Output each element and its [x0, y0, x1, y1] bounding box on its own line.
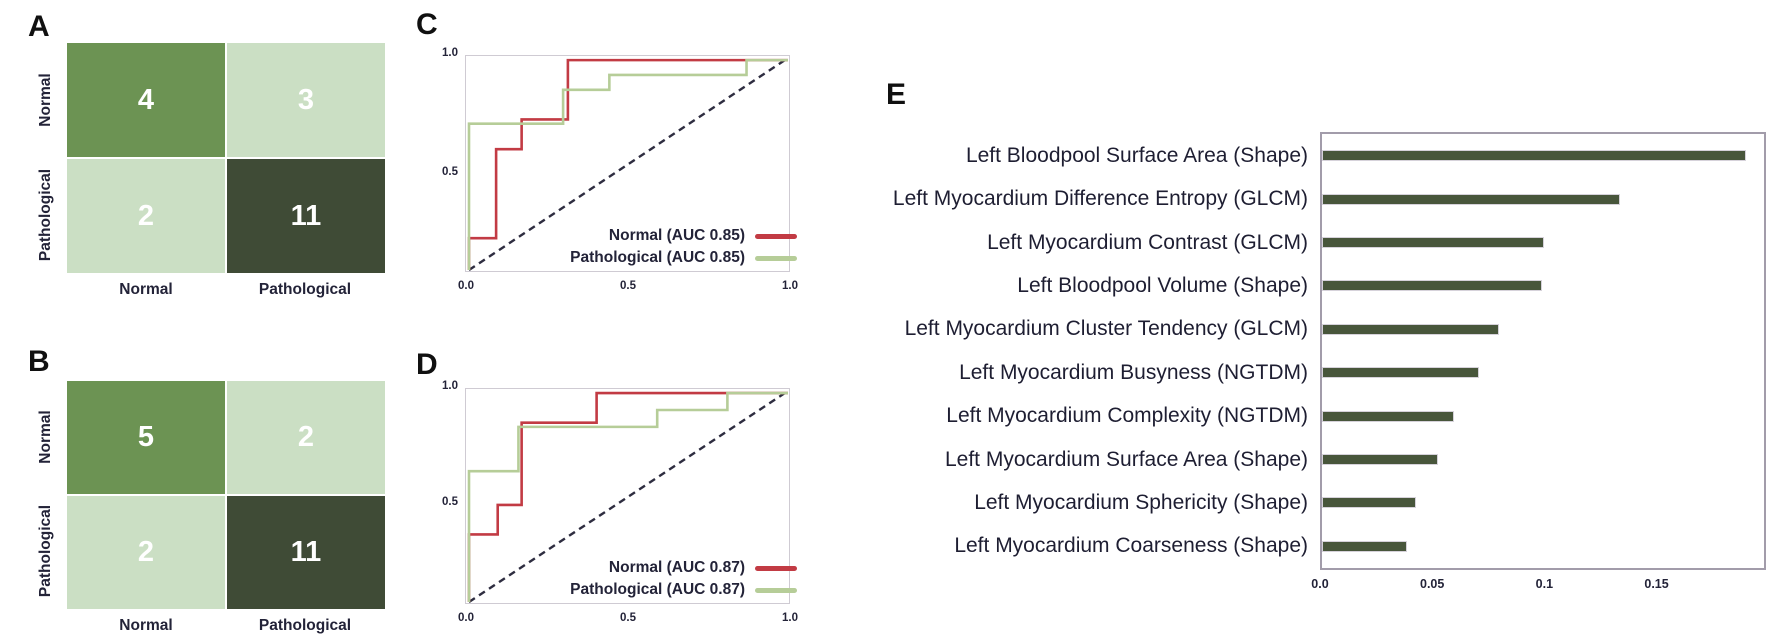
roc-chance-diagonal	[468, 57, 789, 271]
matrix-a-value: 2	[137, 199, 155, 232]
matrix-a-value: 11	[290, 199, 322, 232]
matrix-a-value: 3	[297, 83, 315, 116]
matrix-b-value: 2	[297, 421, 315, 453]
roc-curves-d	[467, 389, 789, 604]
bar-category-label: Left Myocardium Coarseness (Shape)	[954, 534, 1308, 558]
roc-d-xtick-05: 0.5	[620, 612, 636, 624]
matrix-b-col-label-pathological: Pathological	[258, 617, 352, 634]
roc-plot-c	[465, 55, 790, 272]
panel-a-letter: A	[28, 10, 51, 43]
roc-chance-diagonal	[468, 389, 789, 604]
roc-curve-normal	[467, 391, 788, 602]
bar-4	[1322, 280, 1542, 291]
matrix-b-col-label-normal: Normal	[119, 617, 173, 634]
matrix-a-col-label-normal: Normal	[119, 281, 173, 298]
legend-row-pathological: Pathological (AUC 0.87)	[497, 579, 797, 601]
matrix-a-cell-true-normal-pred-normal: 4	[67, 43, 225, 157]
roc-d-xtick-0: 0.0	[458, 612, 474, 624]
bar-category-label: Left Bloodpool Surface Area (Shape)	[965, 143, 1308, 167]
roc-d-legend: Normal (AUC 0.87) Pathological (AUC 0.87…	[497, 557, 797, 601]
legend-label-normal: Normal (AUC 0.87)	[608, 559, 745, 576]
bar-2	[1322, 194, 1620, 205]
bar-10	[1322, 541, 1407, 552]
roc-c-xtick-1: 1.0	[782, 280, 798, 292]
bar-3	[1322, 237, 1544, 248]
bar-category-label: Left Myocardium Complexity (NGTDM)	[946, 404, 1308, 428]
matrix-a-value: 4	[137, 83, 155, 116]
bar-5	[1322, 324, 1499, 335]
legend-row-normal: Normal (AUC 0.85)	[497, 225, 797, 247]
matrix-a-cell-true-normal-pred-pathological: 3	[227, 43, 385, 157]
bar-xtick-label: 0.1	[1535, 577, 1554, 591]
bar-category-label: Left Myocardium Surface Area (Shape)	[944, 447, 1308, 471]
legend-swatch-normal	[755, 565, 797, 571]
bar-7	[1322, 411, 1454, 422]
matrix-b-value: 2	[137, 536, 155, 568]
roc-c-xtick-0: 0.0	[458, 280, 474, 292]
panel-c-letter: C	[416, 8, 439, 41]
panel-e-letter: E	[886, 78, 908, 111]
roc-plot-d	[465, 388, 790, 604]
roc-d-ytick-05: 0.5	[442, 496, 458, 508]
matrix-a-col-label-pathological: Pathological	[258, 281, 352, 298]
legend-swatch-pathological	[755, 255, 797, 261]
matrix-b-cell-true-normal-pred-normal: 5	[67, 381, 225, 494]
bar-category-label: Left Myocardium Cluster Tendency (GLCM)	[904, 317, 1308, 341]
legend-label-pathological: Pathological (AUC 0.87)	[570, 581, 745, 598]
matrix-b-value: 11	[290, 536, 322, 568]
matrix-a-row-label-pathological: Pathological	[37, 168, 54, 262]
confusion-matrix-b: 5 2 2 11	[67, 381, 385, 609]
matrix-b-row-label-pathological: Pathological	[37, 504, 54, 598]
bar-8	[1322, 454, 1438, 465]
roc-curve-pathological	[467, 58, 788, 270]
matrix-a-cell-true-pathological-pred-normal: 2	[67, 159, 225, 273]
legend-row-normal: Normal (AUC 0.87)	[497, 557, 797, 579]
matrix-b-cell-true-normal-pred-pathological: 2	[227, 381, 385, 494]
legend-row-pathological: Pathological (AUC 0.85)	[497, 247, 797, 269]
legend-swatch-pathological	[755, 587, 797, 593]
bar-xtick-label: 0.15	[1644, 577, 1669, 591]
bar-xtick-label: 0.0	[1311, 577, 1329, 591]
roc-c-ytick-1: 1.0	[442, 47, 458, 59]
bar-9	[1322, 497, 1416, 508]
bar-category-label: Left Myocardium Busyness (NGTDM)	[959, 360, 1308, 384]
bar-xtick-label: 0.05	[1420, 577, 1445, 591]
matrix-b-cell-true-pathological-pred-normal: 2	[67, 496, 225, 609]
bar-6	[1322, 367, 1479, 378]
confusion-matrix-a: 4 3 2 11	[67, 43, 385, 273]
bar-1	[1322, 150, 1746, 161]
roc-c-ytick-05: 0.5	[442, 166, 458, 178]
roc-c-xtick-05: 0.5	[620, 280, 636, 292]
bar-category-label: Left Myocardium Contrast (GLCM)	[987, 230, 1308, 254]
roc-c-legend: Normal (AUC 0.85) Pathological (AUC 0.85…	[497, 225, 797, 269]
legend-label-pathological: Pathological (AUC 0.85)	[570, 249, 745, 266]
roc-d-xtick-1: 1.0	[782, 612, 798, 624]
panel-d-letter: D	[416, 348, 439, 381]
bar-category-label: Left Bloodpool Volume (Shape)	[1017, 273, 1308, 297]
roc-curve-pathological	[467, 391, 788, 602]
panel-b-letter: B	[28, 345, 51, 378]
bar-category-label: Left Myocardium Difference Entropy (GLCM…	[892, 187, 1308, 211]
bar-category-label: Left Myocardium Sphericity (Shape)	[974, 490, 1308, 514]
matrix-b-cell-true-pathological-pred-pathological: 11	[227, 496, 385, 609]
legend-swatch-normal	[755, 233, 797, 239]
roc-d-ytick-1: 1.0	[442, 380, 458, 392]
roc-curve-normal	[467, 58, 788, 270]
roc-curves-c	[467, 57, 789, 271]
legend-label-normal: Normal (AUC 0.85)	[608, 227, 745, 244]
matrix-a-cell-true-pathological-pred-pathological: 11	[227, 159, 385, 273]
matrix-b-value: 5	[137, 421, 155, 453]
